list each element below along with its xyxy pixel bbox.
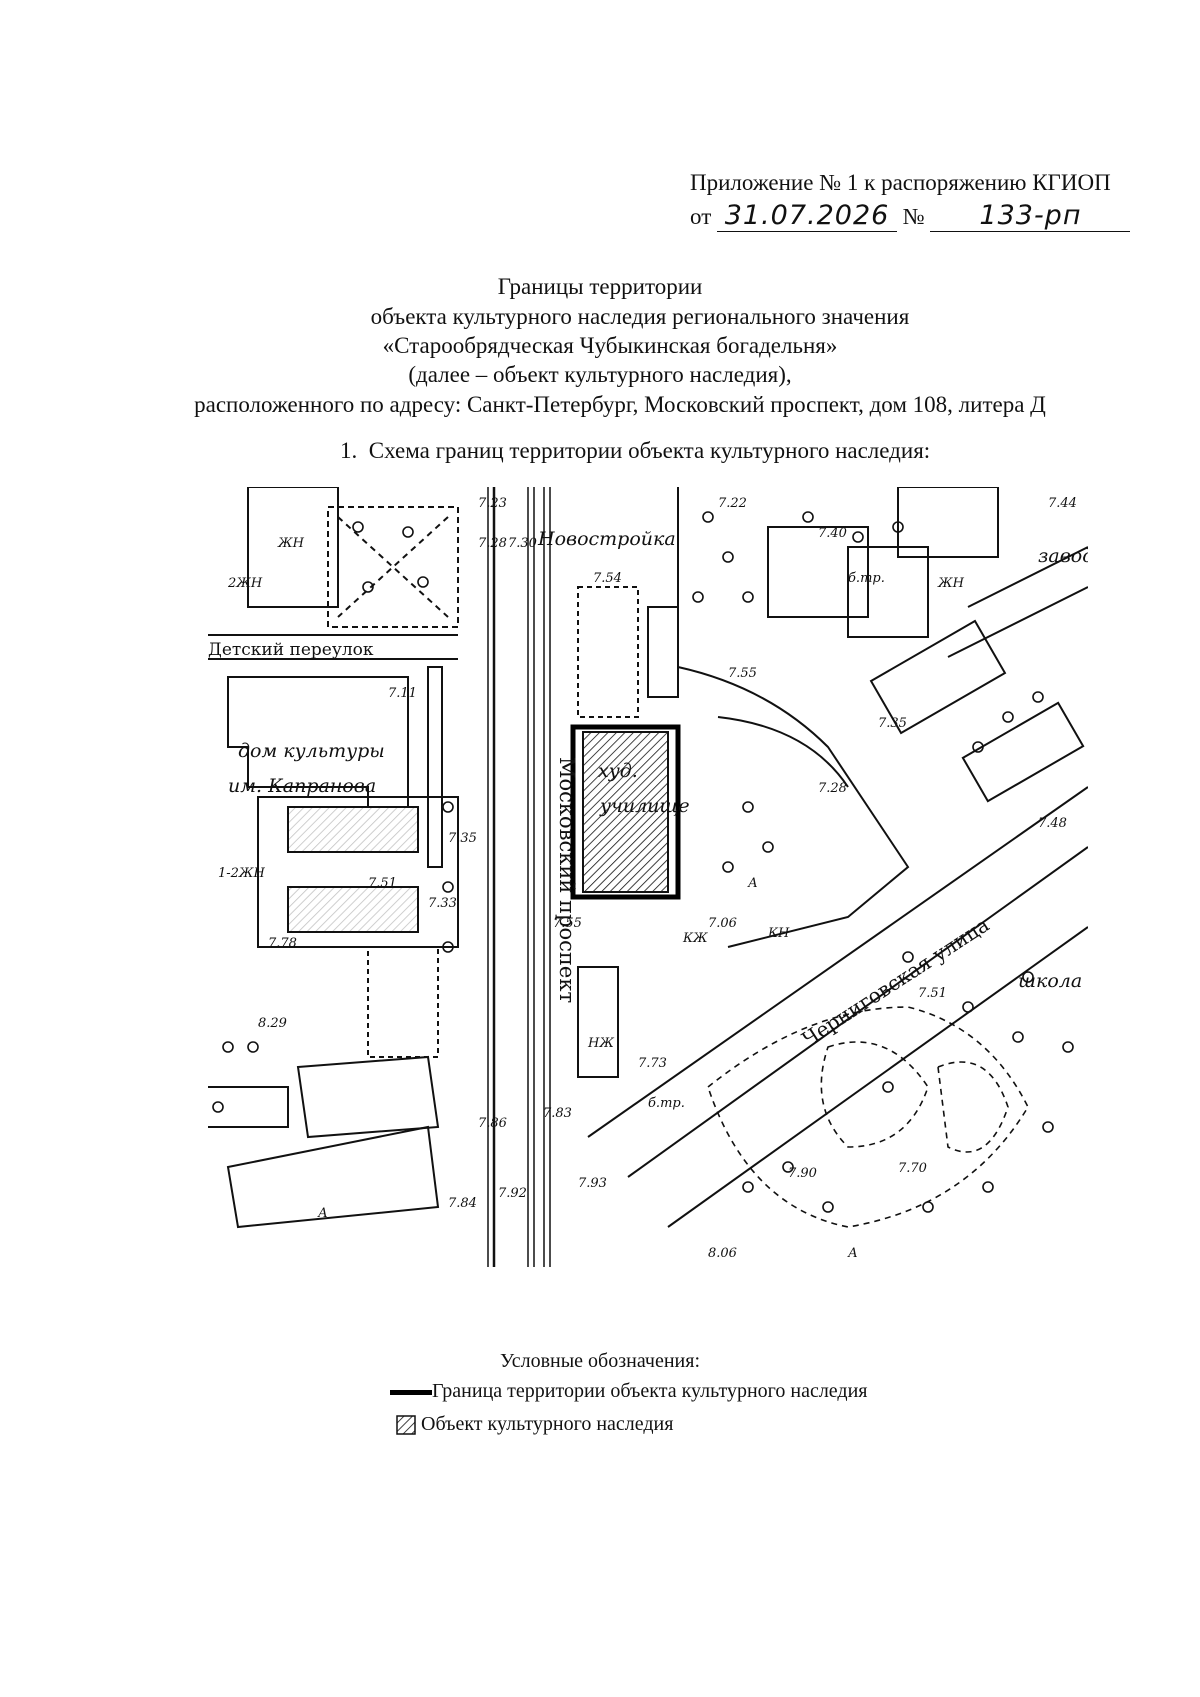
elevation-mark: 7.83 [543, 1106, 572, 1121]
block-left-top [247, 486, 459, 628]
elevation-mark: 7.28 [478, 536, 507, 551]
section-heading: 1. Схема границ территории объекта культ… [340, 438, 930, 464]
block-mark: 1-2ЖН [218, 866, 266, 881]
label-moskovsky-prospekt: Московский проспект [555, 757, 579, 1003]
elevation-mark: 7.28 [818, 781, 847, 796]
handwritten-number: 133-рп [930, 200, 1131, 232]
title-line-5: расположенного по адресу: Санкт-Петербур… [194, 392, 1046, 417]
park-area [707, 1006, 1029, 1228]
elevation-mark: 7.22 [718, 496, 747, 511]
heritage-object [582, 731, 669, 893]
elevation-mark: 8.06 [708, 1246, 737, 1261]
boundary-map: /* tram */ [208, 486, 1094, 1267]
block-mark: 2ЖН [227, 576, 263, 591]
legend-object-label: Объект культурного наследия [421, 1413, 674, 1435]
label-chernigovskaya: Черниговская улица [798, 912, 994, 1051]
elevation-mark: 7.23 [478, 496, 507, 511]
section-title: Схема границ территории объекта культурн… [368, 438, 931, 463]
label-khud: худ. [598, 760, 638, 782]
section-number: 1. [340, 438, 358, 463]
elevation-mark: 7.78 [268, 936, 297, 951]
appendix-text: Приложение № 1 к распоряжению КГИОП [690, 170, 1111, 195]
territory-boundary [570, 724, 681, 900]
elevation-mark: 7.51 [918, 986, 947, 1001]
trees [212, 511, 1074, 1213]
elevation-mark: 7.90 [788, 1166, 817, 1181]
number-sign: № [902, 204, 925, 229]
elevation-mark: 7.86 [478, 1116, 507, 1131]
elevation-mark: 7.44 [1048, 496, 1077, 511]
block-mark: ЖН [937, 576, 965, 591]
block-mark: ЖН [277, 536, 305, 551]
elevation-mark: 7.40 [818, 526, 847, 541]
elevation-mark: 7.51 [368, 876, 397, 891]
block-left-bottom [208, 1055, 440, 1229]
title-line-3: «Старообрядческая Чубыкинская богадельня… [382, 333, 838, 358]
elevation-mark: 8.29 [258, 1016, 287, 1031]
label-shkola: школа [1018, 970, 1082, 992]
legend-object-item: Объект культурного наследия [396, 1413, 673, 1436]
block-dom-kultury [227, 666, 459, 1058]
label-uchilishche: училище [599, 795, 690, 817]
elevation-mark: 7.84 [448, 1196, 477, 1211]
title-line-1: Границы территории [497, 274, 703, 299]
elevation-mark: 7.73 [638, 1056, 667, 1071]
label-detsky-lane: Детский переулок [208, 640, 374, 660]
elevation-mark: 7.06 [708, 916, 737, 931]
from-prefix: от [690, 204, 712, 229]
title-line-4: (далее – объект культурного наследия), [408, 362, 792, 387]
elevation-mark: 7.55 [553, 916, 582, 931]
block-mark: А [747, 876, 758, 891]
hatched-square-symbol [396, 1415, 416, 1436]
map-svg: /* tram */ [208, 486, 1094, 1267]
legend-title: Условные обозначения: [499, 1350, 701, 1372]
block-mark: НЖ [587, 1036, 614, 1051]
moskovsky-prospekt-road: /* tram */ [487, 487, 551, 1267]
label-kapranova: им. Капранова [228, 775, 376, 797]
elevation-mark: 7.55 [728, 666, 757, 681]
block-marks: ЖН 2ЖН 1-2ЖН КЖ НЖ ЖН КН А А А [218, 536, 965, 1261]
elevation-mark: 7.33 [428, 896, 457, 911]
boundary-line-symbol [390, 1389, 432, 1395]
elevation-mark: 7.70 [898, 1161, 927, 1176]
block-mark: КН [767, 926, 790, 941]
elevation-mark: 7.92 [498, 1186, 527, 1201]
label-dom-kultury: дом культуры [238, 740, 385, 762]
block-mark: КЖ [682, 931, 708, 946]
elevation-mark: 7.11 [388, 686, 417, 701]
label-btr-1: б.тр. [848, 571, 885, 586]
label-zavod: завод [1038, 545, 1088, 567]
elevation-mark: 7.54 [593, 571, 622, 586]
label-btr-2: б.тр. [648, 1096, 685, 1111]
detsky-lane-road [208, 634, 458, 660]
elevation-mark: 7.30 [508, 536, 537, 551]
block-mark: А [317, 1206, 328, 1221]
legend-boundary-item: Граница территории объекта культурного н… [390, 1380, 868, 1403]
elevation-mark: 7.35 [448, 831, 477, 846]
legend-boundary-label: Граница территории объекта культурного н… [432, 1380, 868, 1402]
title-line-2: объекта культурного наследия регионально… [370, 304, 910, 329]
appendix-reference: Приложение № 1 к распоряжению КГИОП [690, 170, 1111, 196]
label-novostroyka: Новостройка [537, 528, 676, 550]
block-right-top [677, 486, 1089, 948]
handwritten-date: 31.07.2026 [717, 200, 897, 232]
elevation-mark: 7.35 [878, 716, 907, 731]
block-mark: А [847, 1246, 858, 1261]
elevation-mark: 7.48 [1038, 816, 1067, 831]
elevation-marks: 7.23 7.28 7.30 7.54 7.22 7.40 7.44 7.55 … [258, 496, 1077, 1261]
order-date-number: от 31.07.2026 № 133-рп [690, 200, 1131, 232]
elevation-mark: 7.93 [578, 1176, 607, 1191]
